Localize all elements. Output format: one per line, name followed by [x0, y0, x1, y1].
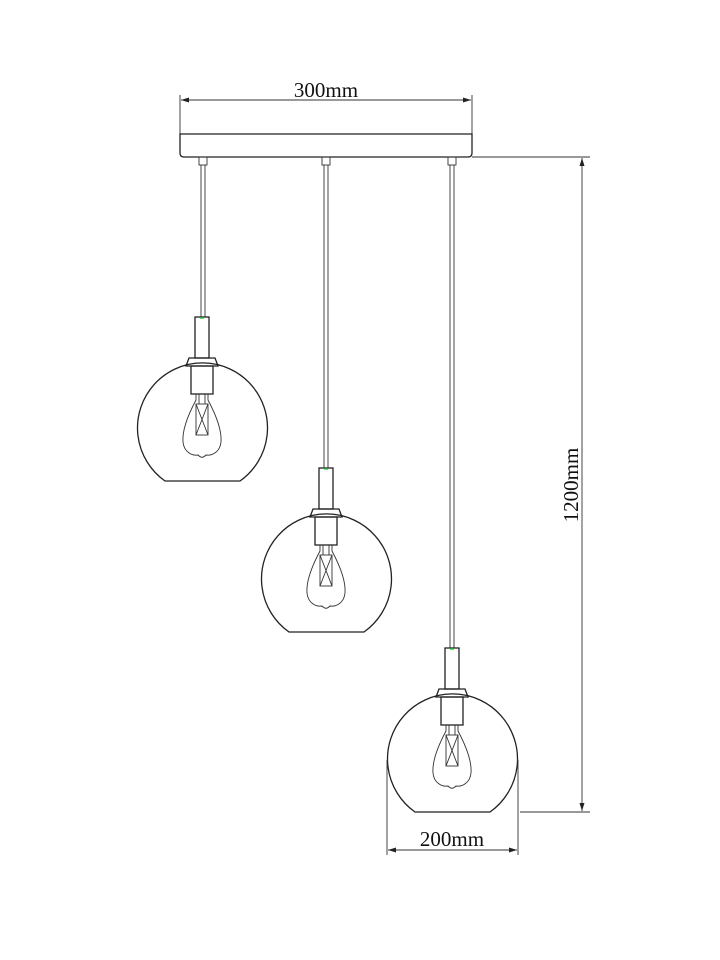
overall-height-dimension: 1200mm: [472, 156, 590, 813]
pendant-3: [386, 647, 519, 813]
overall-height-label: 1200mm: [559, 448, 583, 523]
pendant-2: [260, 467, 393, 633]
suspension-cords: [198, 156, 457, 648]
ceiling-canopy: [179, 133, 473, 158]
pendant-1: [136, 316, 269, 482]
canopy-width-label: 300mm: [294, 78, 358, 102]
shade-diameter-dimension: 200mm: [386, 760, 519, 855]
shade-diameter-label: 200mm: [420, 827, 484, 851]
canopy-width-dimension: 300mm: [179, 78, 473, 134]
